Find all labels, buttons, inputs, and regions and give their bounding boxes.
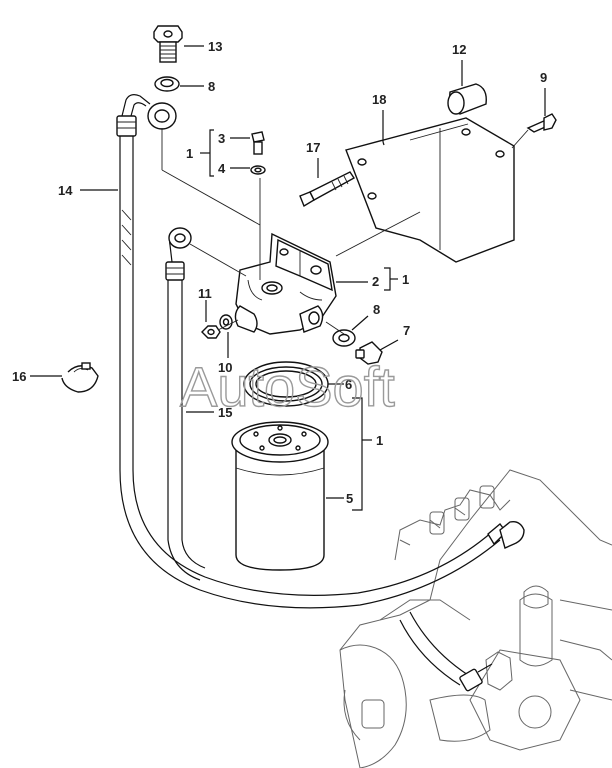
callout-1-bottom: 1 xyxy=(376,433,383,448)
plug-7 xyxy=(355,341,383,365)
gasket-ring-6 xyxy=(243,361,329,407)
bolt-9 xyxy=(526,113,557,133)
callout-15: 15 xyxy=(218,405,232,420)
callout-3: 3 xyxy=(218,131,225,146)
callout-13: 13 xyxy=(208,39,222,54)
fuel-hose-15 xyxy=(165,227,206,581)
bolt-17 xyxy=(299,171,356,208)
fuel-hose-14 xyxy=(116,94,525,609)
callout-10: 10 xyxy=(218,360,232,375)
callout-1-mid: 1 xyxy=(402,272,409,287)
callout-8-top: 8 xyxy=(208,79,215,94)
filter-cartridge-5 xyxy=(231,421,329,571)
callout-6: 6 xyxy=(345,377,352,392)
bracket-plate-18 xyxy=(345,117,515,263)
callout-16: 16 xyxy=(12,369,26,384)
washer-8-right xyxy=(332,329,356,347)
callout-11: 11 xyxy=(198,286,212,301)
engine-block xyxy=(339,469,612,768)
callout-12: 12 xyxy=(452,42,466,57)
banjo-bolt-13 xyxy=(153,25,183,63)
callout-8-right: 8 xyxy=(373,302,380,317)
callout-1-top: 1 xyxy=(186,146,193,161)
watermark: AutoSoft xyxy=(180,355,395,418)
callout-18: 18 xyxy=(372,92,386,107)
callout-7: 7 xyxy=(403,323,410,338)
leader-lines xyxy=(30,45,546,511)
nut-11 xyxy=(201,325,221,339)
callout-4: 4 xyxy=(218,161,226,176)
washer-8-top xyxy=(154,76,180,92)
hose-clip-16 xyxy=(61,362,99,393)
callout-9: 9 xyxy=(540,70,547,85)
callout-2: 2 xyxy=(372,274,379,289)
washer-4 xyxy=(250,165,266,175)
callout-14: 14 xyxy=(58,183,73,198)
return-hose xyxy=(399,611,493,692)
spacer-12 xyxy=(447,83,487,115)
callout-17: 17 xyxy=(306,140,320,155)
filter-head-2 xyxy=(234,232,337,335)
callout-labels: 13 8 12 9 18 1 3 4 17 14 2 1 11 8 10 7 1… xyxy=(12,39,547,506)
callout-5: 5 xyxy=(346,491,353,506)
washer-10 xyxy=(219,314,233,330)
screw-3 xyxy=(251,131,265,155)
